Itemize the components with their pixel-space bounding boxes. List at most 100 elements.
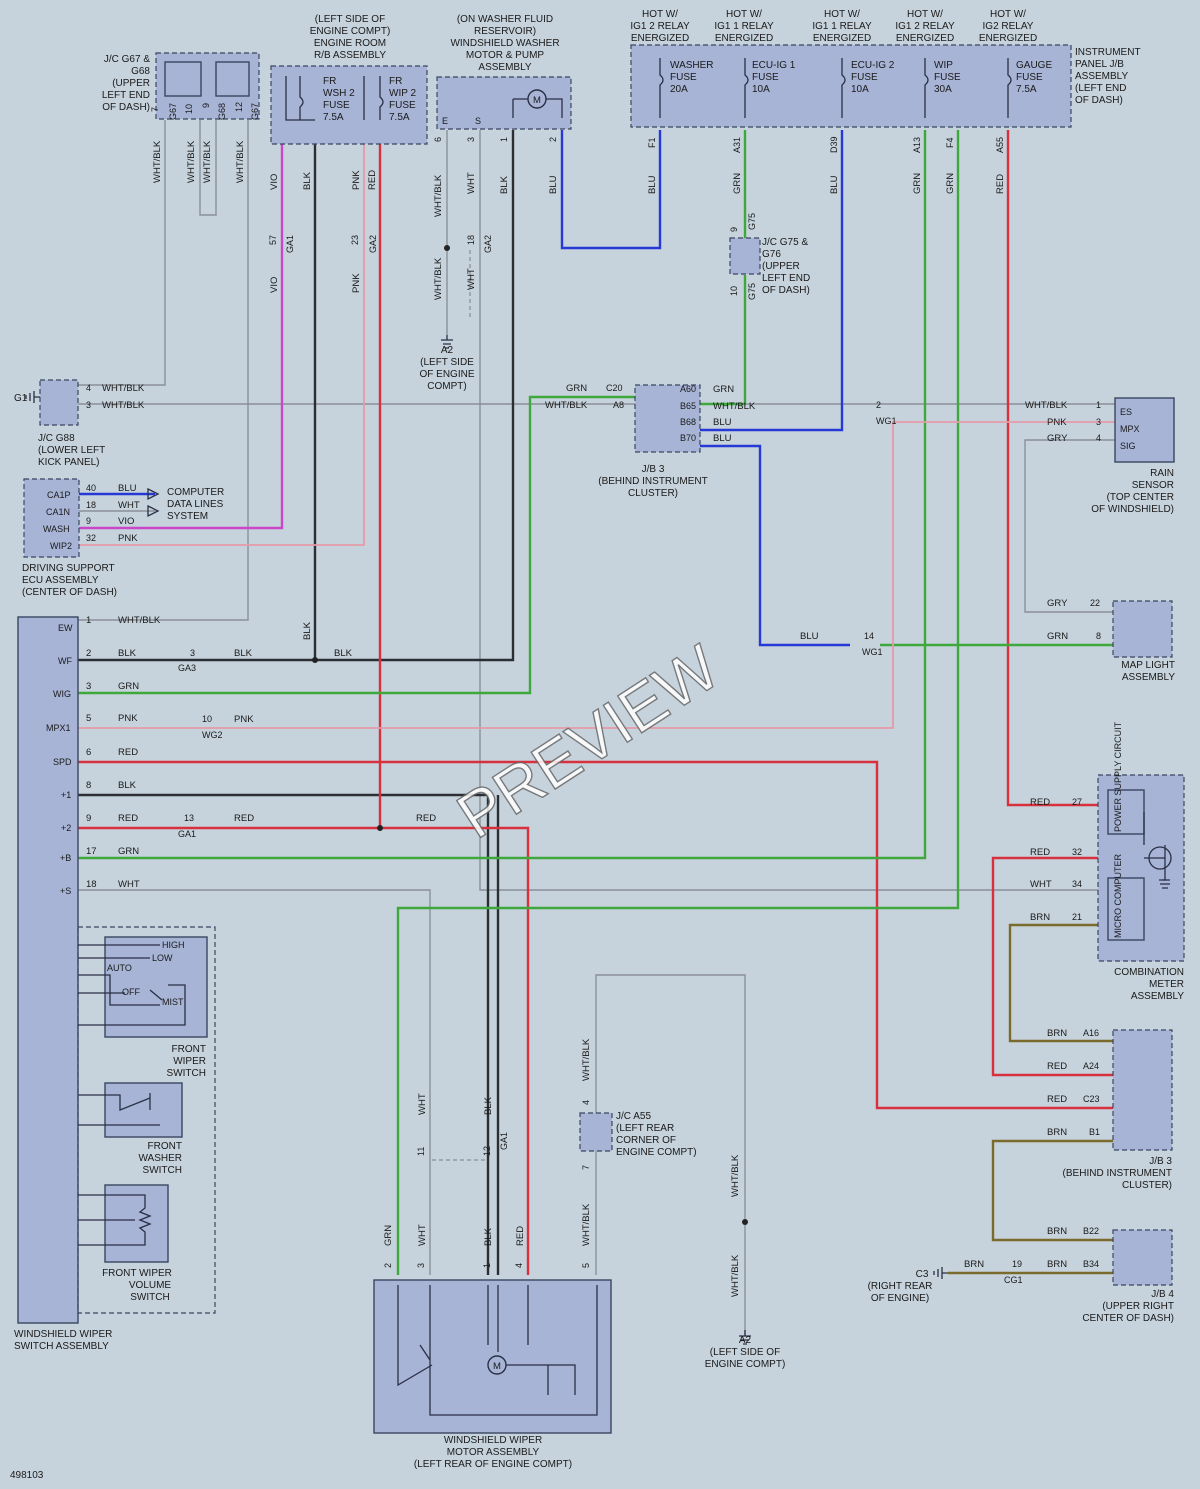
wire-code: BLK bbox=[334, 648, 353, 659]
wire-code: RED bbox=[367, 170, 378, 190]
wire-code: BLK bbox=[483, 1096, 494, 1115]
terminal-pin: 9 bbox=[86, 813, 91, 824]
wire-grn-wig bbox=[78, 395, 635, 695]
wire-code: RED bbox=[1047, 1061, 1067, 1072]
rain-pin-mpx: MPX bbox=[1120, 424, 1140, 434]
conn: GA3 bbox=[178, 663, 196, 673]
wire-code: WHT/BLK bbox=[202, 140, 213, 183]
pin: 3 bbox=[86, 400, 91, 410]
can-arrows bbox=[147, 487, 160, 518]
volume-switch-resistor bbox=[78, 1194, 152, 1246]
pin: 11 bbox=[416, 1147, 426, 1156]
wire-code: RED bbox=[1047, 1094, 1067, 1105]
pin: 3 bbox=[190, 648, 195, 658]
splice-dot bbox=[312, 657, 318, 663]
terminal-pin: 17 bbox=[86, 846, 97, 857]
pin: 32 bbox=[1072, 847, 1082, 857]
conn: GA1 bbox=[178, 829, 196, 839]
position-auto: AUTO bbox=[107, 963, 132, 973]
pin: A60 bbox=[680, 384, 696, 394]
terminal-pin: 18 bbox=[86, 879, 97, 890]
pin: 2 bbox=[383, 1263, 393, 1268]
wire-code: BLK bbox=[302, 171, 313, 190]
label-micro-computer: MICRO COMPUTER bbox=[1113, 854, 1123, 938]
wire-code: GRN bbox=[566, 383, 587, 394]
pin: 10 bbox=[729, 286, 739, 296]
jc-g67-inner-a bbox=[164, 61, 202, 97]
pin: B22 bbox=[1083, 1226, 1099, 1236]
wire-code: WHT/BLK bbox=[102, 400, 145, 411]
pin-names: E S ES MPX SIG CA1P CA1N WASH WIP2 EW WF… bbox=[43, 116, 1140, 1007]
wire-grn-ecu-ig1 bbox=[700, 130, 747, 406]
pin: C20 bbox=[606, 383, 623, 393]
jc-a55-box bbox=[579, 1112, 613, 1152]
wire-code: WHT bbox=[466, 172, 477, 194]
wire-code: WHT/BLK bbox=[1025, 400, 1068, 411]
pin: 10 bbox=[184, 104, 194, 114]
fuse-symbol bbox=[1007, 58, 1012, 118]
fuse-symbol bbox=[285, 76, 315, 121]
wire-brn-meter-a16 bbox=[1008, 923, 1113, 1043]
wire-code: VIO bbox=[269, 174, 280, 190]
wire-blk-wf bbox=[78, 130, 515, 662]
wire-code: WHT/BLK bbox=[730, 1154, 741, 1197]
pin: B1 bbox=[1089, 1127, 1100, 1137]
terminal-pin: 2 bbox=[86, 648, 91, 659]
wire-red-gauge bbox=[1006, 130, 1098, 807]
conn: GA1 bbox=[285, 235, 295, 253]
wire-gry-rain-map bbox=[1024, 439, 1115, 613]
wire-code: BLU bbox=[548, 175, 559, 194]
front-wiper-switch-box bbox=[104, 936, 208, 1038]
wire-code: BRN bbox=[1047, 1028, 1067, 1039]
jb3-bottom-box bbox=[1112, 1029, 1173, 1151]
wire-code: PNK bbox=[118, 533, 138, 544]
pin: C23 bbox=[1083, 1094, 1100, 1104]
pin: 13 bbox=[184, 813, 194, 823]
washer-motor-wiring bbox=[512, 98, 563, 118]
pin: 7 bbox=[581, 1165, 591, 1170]
pin: A16 bbox=[1083, 1028, 1099, 1038]
conn: CG1 bbox=[1004, 1275, 1023, 1285]
wire-code: WHT bbox=[1030, 879, 1052, 890]
pin: A8 bbox=[613, 400, 624, 410]
position-off: OFF bbox=[122, 987, 140, 997]
terminal-wire: WHT bbox=[118, 879, 140, 890]
wire-code: WHT bbox=[118, 500, 140, 511]
fuse-symbol bbox=[841, 58, 846, 118]
wire-code: WHT/BLK bbox=[581, 1038, 592, 1081]
wire-blu-jb3-map bbox=[700, 444, 850, 647]
wire-wht-plus-s bbox=[78, 889, 431, 1275]
wires bbox=[78, 120, 1115, 1335]
pin: F1 bbox=[647, 137, 657, 148]
wire-code: RED bbox=[416, 813, 436, 824]
wire-code: RED bbox=[515, 1226, 526, 1246]
wire-code: WHT/BLK bbox=[545, 400, 588, 411]
wire-vio-wash bbox=[78, 130, 284, 530]
jc-g75-box bbox=[729, 237, 761, 275]
splice-dot bbox=[377, 825, 383, 831]
jc-g67-inner-b bbox=[215, 61, 250, 97]
motor-pin-e: E bbox=[442, 116, 448, 126]
pin: D39 bbox=[829, 136, 839, 153]
wire-code: GRN bbox=[1047, 631, 1068, 642]
wire-code: PNK bbox=[351, 273, 362, 293]
wire-code: BLU bbox=[647, 175, 658, 194]
wire-code: WHT bbox=[417, 1093, 428, 1115]
meter-transistor-circle bbox=[1148, 846, 1172, 870]
conn: G67 bbox=[168, 103, 178, 120]
ground-a2-bottom bbox=[739, 1330, 751, 1345]
wire-code: BRN bbox=[1047, 1127, 1067, 1138]
